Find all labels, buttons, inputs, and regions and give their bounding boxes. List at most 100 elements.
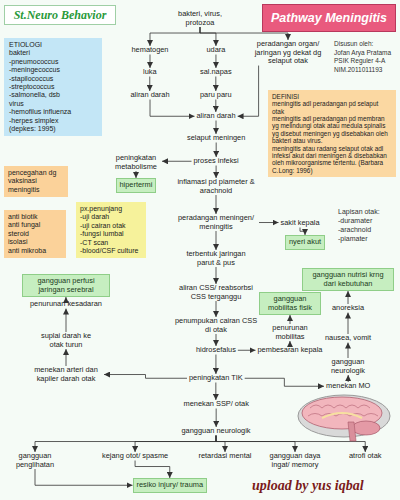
- node-text: -uji cairan otak: [80, 222, 142, 230]
- note-text: Disusun oleh:: [334, 40, 373, 48]
- flow-step: udara: [205, 46, 228, 55]
- node-text: gangguan mobilitas fisik: [263, 295, 317, 312]
- node-text: peradangan organ/ jaringan yg dekat dg s…: [248, 40, 328, 66]
- flow-arrow: [150, 27, 200, 46]
- note-text: -piamater: [338, 235, 368, 243]
- node-text: (depkes: 1995): [9, 125, 97, 133]
- etiology-box: ETIOLOGIbakteri-pneumococcus-meningecocc…: [4, 38, 102, 136]
- cerebellum: [352, 421, 380, 435]
- node-text: resiko injury/ trauma: [137, 481, 204, 490]
- flow-arrow: [216, 121, 217, 134]
- flow-step: aliran CSS/ reabsorbsi CSS terganggu: [170, 284, 262, 301]
- flow-step: retardasi mental: [197, 452, 254, 461]
- brain-stem: [348, 422, 356, 441]
- flow-arrow: [290, 315, 291, 324]
- node-text: aliran CSS/ reabsorbsi CSS terganggu: [172, 284, 260, 301]
- node-text: penumpukan cairan CSS di otak: [173, 317, 259, 334]
- node-text: hematogen: [132, 46, 169, 55]
- node-text: gangguan perfusi jaringan serebral: [26, 277, 106, 294]
- node-text: hidrosefalus: [196, 346, 236, 355]
- node-text: luka: [143, 68, 157, 77]
- node-text: -fungsi lumbal: [80, 230, 142, 238]
- node-text: gangguan neurologik: [327, 358, 369, 375]
- node-text: sal.napas: [200, 68, 232, 77]
- node-text: menekan SSP/ otak: [184, 400, 249, 409]
- node-text: virus: [9, 100, 97, 108]
- flow-arrow: [216, 436, 365, 452]
- node-text: aliran darah: [131, 91, 170, 100]
- note-box: anti biotikanti fungalsteroidisolasianti…: [4, 210, 66, 258]
- header-tag: St.Neuro Behavior: [4, 5, 116, 25]
- node-text: kejang otot/ spasme: [102, 452, 168, 461]
- flow-arrow: [135, 461, 170, 478]
- node-text: -hemofilus influenza: [9, 108, 97, 116]
- node-text: anti biotik: [8, 213, 62, 221]
- flow-arrow: [348, 291, 349, 304]
- node-text: -streptococcus: [9, 83, 97, 91]
- flow-arrow: [245, 378, 324, 386]
- flow-step: peningkatan metabolisme: [110, 154, 162, 171]
- flow-step: sakit kepala: [279, 219, 322, 228]
- node-text: nyeri akut: [289, 238, 321, 247]
- node-text: gangguan neurologik: [182, 427, 251, 436]
- flow-step: aliran darah: [129, 91, 172, 100]
- flow-step: hidrosefalus: [194, 346, 238, 355]
- flow-arrow: [104, 375, 187, 379]
- flow-arrow: [216, 436, 225, 452]
- node-text: meningitis atau radang selaput otak adl …: [272, 145, 392, 174]
- flow-arrow: [66, 309, 67, 332]
- brain-illustration: [296, 394, 394, 442]
- node-text: peningkatan metabolisme: [112, 154, 160, 171]
- flow-step: penumpukan cairan CSS di otak: [171, 317, 261, 334]
- flow-step: peradangan organ/ jaringan yg dekat dg s…: [246, 40, 330, 66]
- flow-step: nausea, vomit: [323, 334, 373, 343]
- node-text: nausea, vomit: [325, 334, 371, 343]
- flow-step: kejang otot/ spasme: [100, 452, 170, 461]
- flow-arrow: [348, 313, 349, 334]
- node-text: meningitis adl peradangan pd membran yg …: [272, 115, 392, 144]
- node-text: steroid: [8, 230, 62, 238]
- flow-arrow: [35, 469, 133, 485]
- node-text: inflamasi pd piameter & arachnoid: [173, 178, 259, 195]
- flow-step: selaput meningen: [185, 134, 247, 143]
- node-text: anti mikroba: [8, 247, 62, 255]
- node-text: selaput meningen: [187, 134, 245, 143]
- node-text: bakteri: [9, 49, 97, 57]
- flow-arrow: [348, 343, 349, 358]
- flow-arrow: [300, 228, 305, 235]
- nursing-diagnosis-box: resiko injury/ trauma: [133, 478, 208, 493]
- node-text: aliran darah: [197, 112, 236, 121]
- node-text: -pneumococcus: [9, 58, 97, 66]
- flow-arrow: [215, 55, 216, 68]
- flow-step: sal.napas: [198, 68, 234, 77]
- watermark: upload by yus iqbal: [252, 478, 364, 494]
- node-text: -stapilococcus: [9, 75, 97, 83]
- flow-step: menekan arteri dan kapiler darah otak: [28, 366, 104, 383]
- flow-arrow: [238, 350, 256, 351]
- flow-step: proses infeksi: [192, 157, 241, 166]
- flow-arrow: [135, 436, 216, 452]
- flow-arrow: [162, 161, 192, 162]
- flow-arrow: [150, 100, 194, 117]
- flow-step: penurunan kesadaran: [28, 300, 104, 309]
- flow-step: suplai darah ke otak turun: [38, 332, 94, 349]
- node-text: anoreksia: [332, 304, 364, 313]
- flow-arrow: [215, 383, 216, 400]
- nursing-diagnosis-box: gangguan nutrisi krng dari kebutuhan: [302, 268, 394, 291]
- flow-step: gangguan neurologik: [180, 427, 253, 436]
- node-text: peningkatan TIK: [189, 374, 243, 383]
- node-text: anti fungal: [8, 221, 62, 229]
- node-text: -meningecoccus: [9, 66, 97, 74]
- flow-step: menekan SSP/ otak: [182, 400, 251, 409]
- node-text: DEFINISI: [272, 93, 392, 100]
- flow-step: inflamasi pd piameter & arachnoid: [171, 178, 261, 195]
- flow-arrow: [200, 27, 216, 46]
- note-text: -arachnoid: [338, 226, 371, 234]
- flow-arrow: [216, 301, 217, 317]
- flow-arrow: [216, 436, 295, 452]
- node-text: sakit kepala: [281, 219, 320, 228]
- flow-step: peradangan meningen/ meningitis: [173, 214, 259, 231]
- note-text: -duramater: [338, 217, 372, 225]
- flow-arrow: [136, 171, 137, 178]
- node-text: bakteri, virus, protozoa: [171, 10, 229, 27]
